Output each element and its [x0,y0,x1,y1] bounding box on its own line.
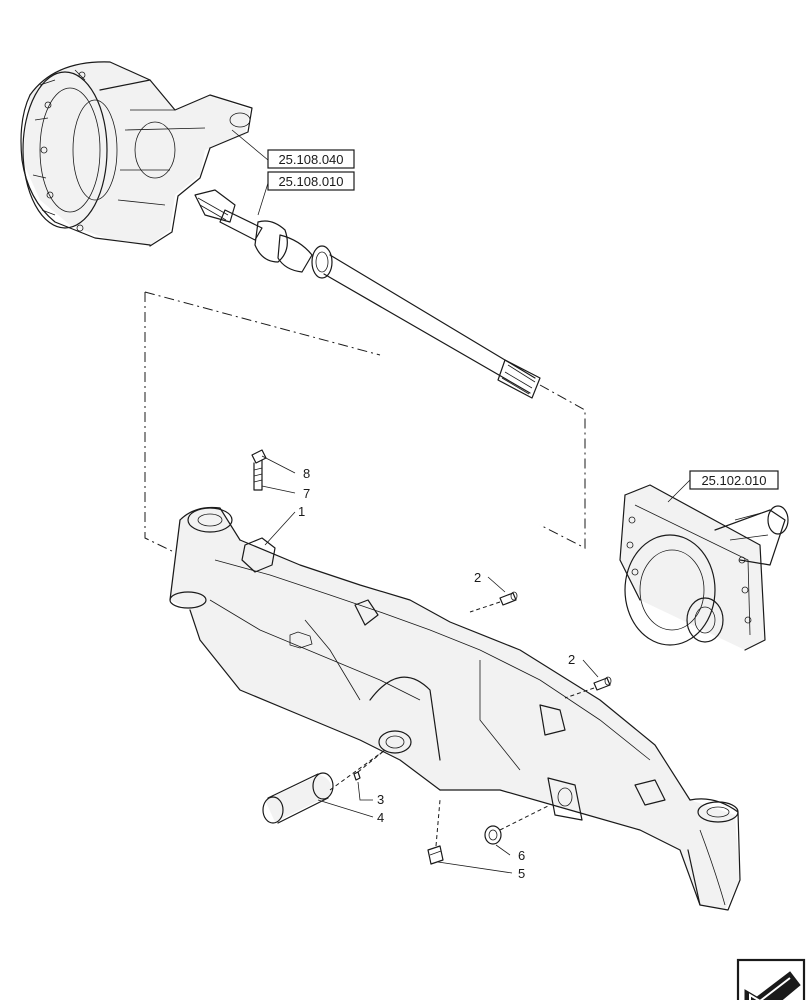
ref-box-drive-shaft[interactable]: 25.108.010 [267,171,355,191]
pin-part-3 [353,771,361,781]
assembly-dotted-line [329,749,386,791]
callout-5: 5 [518,866,525,881]
callout-6: 6 [518,848,525,863]
leader-line [437,861,513,874]
drive-shaft-drawing [194,189,541,399]
next-page-arrow-icon[interactable] [736,958,806,1000]
assembly-centerline [539,384,586,549]
leader-line [667,479,691,503]
ref-box-steering-knuckle[interactable]: 25.108.040 [267,149,355,169]
callout-3: 3 [377,792,384,807]
pin-part-2-lower [593,676,612,691]
leader-line [487,576,506,593]
callout-7: 7 [303,486,310,501]
leader-line [261,485,296,494]
ref-box-differential[interactable]: 25.102.010 [689,470,779,490]
callout-4: 4 [377,810,384,825]
ref-label-steering-knuckle: 25.108.040 [278,152,343,167]
bushing-part-4 [262,772,334,824]
ref-label-differential: 25.102.010 [701,473,766,488]
assembly-dotted-line [357,749,386,773]
assembly-dotted-line [435,799,441,847]
callout-1: 1 [298,504,305,519]
bolt-part-7-8 [251,449,267,491]
assembly-centerline [144,291,381,356]
assembly-centerline [144,292,181,556]
callout-8: 8 [303,466,310,481]
assembly-dotted-line [469,601,501,613]
callout-2-upper: 2 [474,570,481,585]
leader-line [257,182,269,216]
leader-line [261,455,296,474]
ref-label-drive-shaft: 25.108.010 [278,174,343,189]
assembly-dotted-line [564,687,595,699]
nut-part-6 [484,825,502,845]
differential-drawing [619,484,789,651]
axle-housing-drawing [169,506,741,911]
leader-line [264,511,296,546]
callout-2-lower: 2 [568,652,575,667]
leader-line [317,799,374,818]
leader-line [582,659,599,678]
pin-part-2-upper [499,591,518,606]
steering-knuckle-hub-drawing [20,61,253,247]
leader-line [357,781,373,801]
leader-line [231,129,269,161]
leader-line [495,844,511,856]
assembly-dotted-line [499,804,551,831]
plug-part-5 [427,845,444,865]
